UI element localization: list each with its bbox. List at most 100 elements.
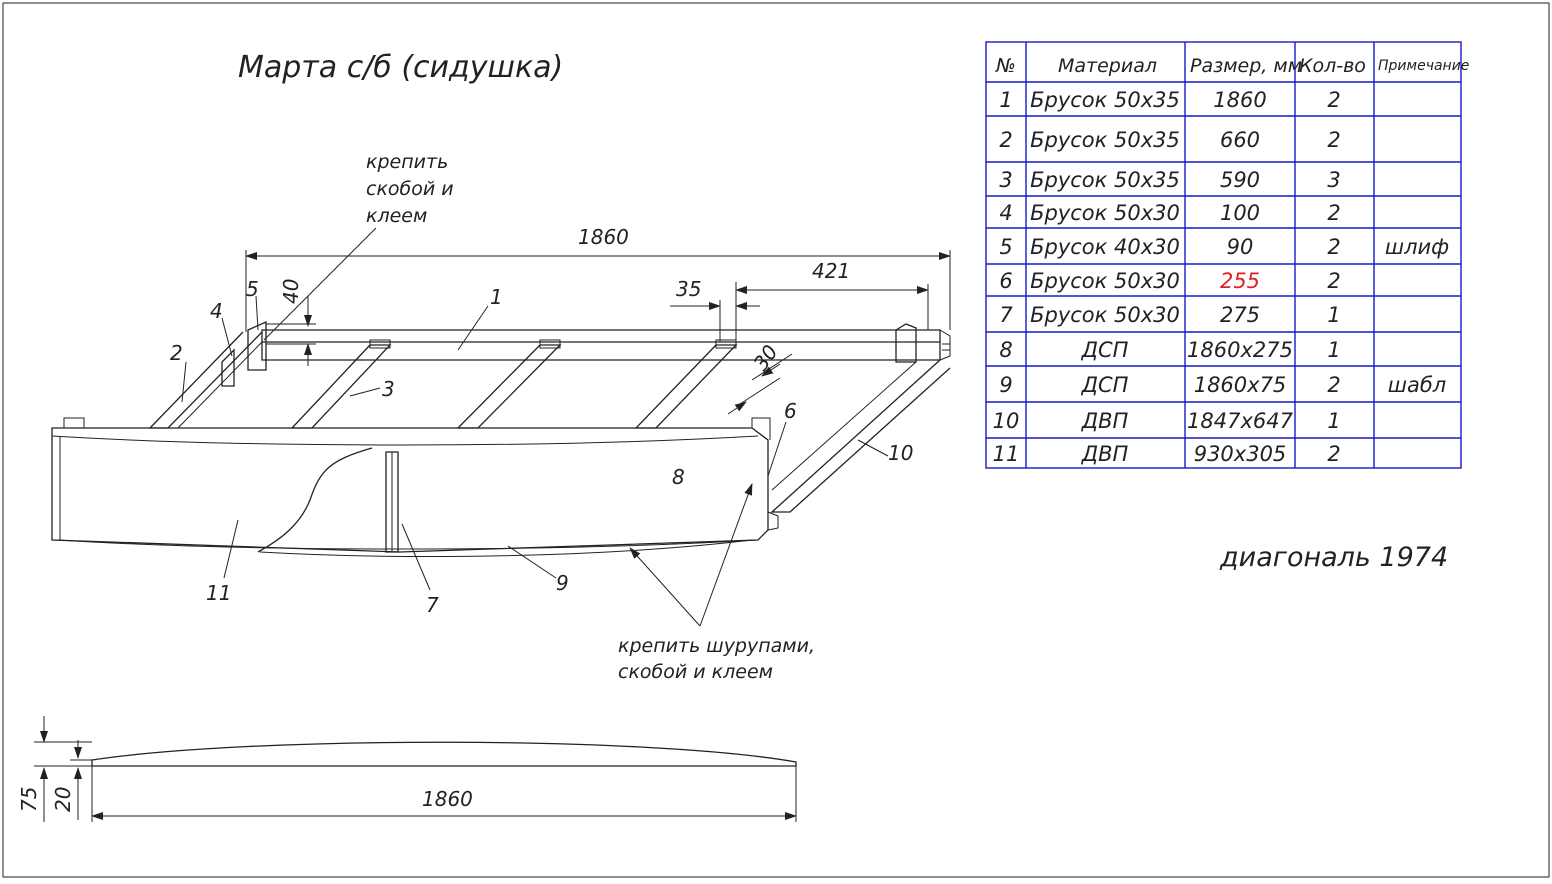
isometric-frame bbox=[51, 320, 951, 557]
spec-table-border bbox=[985, 41, 1462, 469]
table-row: 9 ДСП 1860х75 2 шабл bbox=[999, 373, 1446, 397]
cell-quantity: 2 bbox=[1327, 269, 1340, 293]
part-label-5: 5 bbox=[246, 277, 259, 301]
cell-size: 90 bbox=[1227, 235, 1254, 259]
dim-height-40: 40 bbox=[279, 279, 303, 304]
cell-number: 3 bbox=[999, 168, 1012, 192]
bottom-rail-part-9 bbox=[259, 539, 753, 557]
cell-quantity: 2 bbox=[1327, 128, 1340, 152]
cell-material: Брусок 40х30 bbox=[1030, 235, 1180, 259]
part-leaders: 1 2 3 4 5 6 7 8 9 10 11 bbox=[170, 277, 913, 617]
cell-size: 590 bbox=[1220, 168, 1260, 192]
part-label-4: 4 bbox=[210, 299, 223, 323]
cell-number: 4 bbox=[999, 201, 1012, 225]
note-bottom: крепить шурупами, скобой и клеем bbox=[618, 483, 815, 683]
header-quantity: Кол-во bbox=[1299, 55, 1366, 77]
cell-number: 1 bbox=[999, 88, 1012, 112]
note-top-line-3: клеем bbox=[366, 205, 427, 227]
cell-size: 1847х647 bbox=[1187, 409, 1294, 433]
left-side-bar-part-2 bbox=[148, 331, 263, 429]
cell-size: 255 bbox=[1220, 269, 1260, 293]
cell-size: 660 bbox=[1220, 128, 1260, 152]
cell-material: ДВП bbox=[1081, 442, 1129, 466]
cross-bar-3c bbox=[634, 344, 738, 429]
cell-note: шабл bbox=[1388, 373, 1446, 397]
cell-material: Брусок 50х30 bbox=[1030, 269, 1180, 293]
profile-length: 1860 bbox=[422, 787, 473, 811]
cell-quantity: 2 bbox=[1327, 88, 1340, 112]
header-size: Размер, мм bbox=[1190, 55, 1302, 77]
back-bar-front-face bbox=[261, 342, 941, 361]
diagonal-note: диагональ 1974 bbox=[1219, 542, 1448, 573]
cross-bar-3a bbox=[290, 344, 392, 429]
part-label-9: 9 bbox=[556, 571, 569, 595]
part-label-6: 6 bbox=[784, 399, 797, 423]
cutaway-edge-part-11 bbox=[257, 447, 373, 553]
part-label-8: 8 bbox=[672, 465, 685, 489]
back-bar-part-1 bbox=[261, 329, 941, 343]
cell-number: 9 bbox=[999, 373, 1012, 397]
cell-material: Брусок 50х35 bbox=[1030, 88, 1180, 112]
post-part-7 bbox=[385, 451, 399, 553]
cell-quantity: 1 bbox=[1327, 409, 1340, 433]
spec-table-rules bbox=[986, 81, 1461, 439]
cell-number: 8 bbox=[999, 338, 1012, 362]
header-material: Материал bbox=[1058, 55, 1157, 77]
cell-material: ДВП bbox=[1081, 409, 1129, 433]
block-part-5 bbox=[247, 320, 267, 371]
note-bottom-line-2: скобой и клеем bbox=[618, 661, 773, 683]
header-number: № bbox=[995, 55, 1016, 77]
cell-quantity: 2 bbox=[1327, 201, 1340, 225]
block-right bbox=[895, 323, 917, 363]
cell-quantity: 3 bbox=[1327, 168, 1340, 192]
cell-size: 1860х75 bbox=[1194, 373, 1287, 397]
cell-number: 6 bbox=[999, 269, 1012, 293]
note-top-line-1: крепить bbox=[366, 151, 448, 173]
cell-size: 275 bbox=[1220, 303, 1260, 327]
cell-quantity: 2 bbox=[1327, 442, 1340, 466]
part-label-3: 3 bbox=[382, 377, 395, 401]
part-label-1: 1 bbox=[490, 285, 503, 309]
profile-view: 1860 75 20 bbox=[17, 716, 797, 822]
note-bottom-line-1: крепить шурупами, bbox=[618, 635, 815, 657]
cell-material: ДСП bbox=[1081, 373, 1129, 397]
cell-number: 11 bbox=[993, 442, 1020, 466]
table-row: 8 ДСП 1860х275 1 bbox=[999, 338, 1340, 362]
cell-size: 1860х275 bbox=[1187, 338, 1293, 362]
cell-number: 5 bbox=[999, 235, 1012, 259]
front-panel-part-8 bbox=[51, 427, 769, 553]
right-side-bar-part-10 bbox=[770, 359, 951, 513]
profile-height-75: 75 bbox=[17, 787, 41, 812]
spec-table: № Материал Размер, мм Кол-во Примечание … bbox=[985, 41, 1469, 469]
cell-quantity: 1 bbox=[1327, 338, 1340, 362]
cell-quantity: 2 bbox=[1327, 373, 1340, 397]
dim-right-offset: 421 bbox=[812, 259, 850, 283]
cell-material: Брусок 50х30 bbox=[1030, 201, 1180, 225]
part-label-2: 2 bbox=[170, 341, 183, 365]
block-part-4 bbox=[221, 348, 235, 387]
table-row: 3 Брусок 50х35 590 3 bbox=[999, 168, 1340, 192]
drawing-title: Марта с/б (сидушка) bbox=[238, 50, 563, 85]
cell-number: 7 bbox=[999, 303, 1013, 327]
dim-depth-30: 30 bbox=[748, 340, 782, 375]
cell-material: Брусок 50х35 bbox=[1030, 128, 1180, 152]
cell-material: ДСП bbox=[1081, 338, 1129, 362]
profile-shape bbox=[91, 741, 797, 767]
cell-material: Брусок 50х35 bbox=[1030, 168, 1180, 192]
cell-size: 100 bbox=[1220, 201, 1260, 225]
cell-material: Брусок 50х30 bbox=[1030, 303, 1180, 327]
profile-height-20: 20 bbox=[51, 787, 75, 812]
dim-overall-length: 1860 bbox=[578, 225, 629, 249]
part-label-7: 7 bbox=[426, 593, 439, 617]
header-note: Примечание bbox=[1378, 58, 1469, 74]
